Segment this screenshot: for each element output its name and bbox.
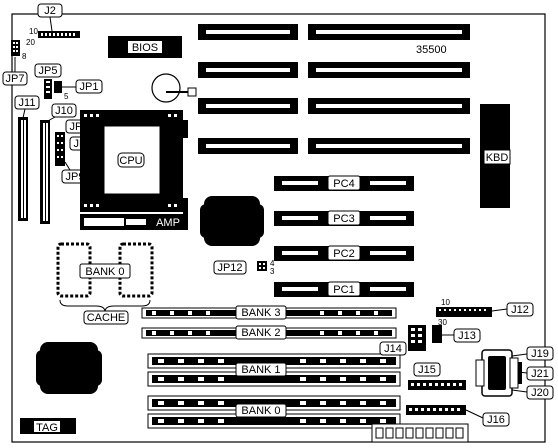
jp12-jumper [257, 261, 267, 271]
j12-connector [436, 307, 492, 317]
pci-slot-pc1 [274, 281, 414, 297]
cache-chips [56, 242, 154, 298]
cpu-label: CPU [119, 155, 142, 167]
j14-label: J14 [384, 343, 402, 355]
j16-label: J16 [487, 414, 505, 426]
j21-label-box [526, 366, 554, 381]
cache-label-box [83, 310, 129, 325]
j15-label: J15 [418, 364, 436, 376]
isa-slots [198, 24, 470, 154]
j20-label-box [526, 385, 554, 400]
simm-bank1 [147, 353, 401, 387]
j10-connector [40, 120, 50, 224]
simm-bank0 [147, 395, 401, 429]
simm-bank2 [141, 325, 397, 340]
jp7-pin-8: 8 [22, 52, 27, 61]
simm-bank3 [141, 305, 397, 320]
kbd-connector [480, 104, 511, 208]
tag-label: TAG [36, 422, 58, 434]
bios-label-box [128, 41, 162, 53]
j10-label-box [51, 103, 77, 118]
jp5-jumper [44, 79, 52, 99]
jp12-label-box [213, 260, 247, 275]
amp-bar [80, 214, 188, 230]
j14-label-box [379, 341, 407, 356]
cache-brace [59, 299, 151, 313]
j2-pin-10: 10 [29, 27, 38, 36]
jp7-jumper [11, 40, 20, 56]
jp5-label-box [34, 63, 62, 78]
io-chip [36, 342, 102, 394]
j11-label-box [14, 95, 40, 110]
pci-slot-pc2 [274, 245, 414, 261]
pc3-label: PC3 [333, 213, 354, 225]
j2-connector [38, 31, 80, 38]
jp1-jumper [54, 81, 62, 93]
j13-connector [432, 325, 442, 343]
bank2-label: BANK 2 [241, 327, 280, 339]
j19-label-box [526, 346, 554, 361]
amp-label: AMP [156, 217, 180, 229]
j12-label: J12 [511, 304, 529, 316]
j15-label-box [413, 362, 441, 377]
j21-label: J21 [531, 368, 549, 380]
j20-label: J20 [531, 387, 549, 399]
j16-label-box [482, 412, 510, 427]
j14-connector [408, 325, 426, 351]
j13-label: J13 [458, 330, 476, 342]
tag-chip [20, 418, 76, 434]
model-number: 35500 [416, 44, 447, 56]
board-outline [11, 13, 546, 443]
pci-slot-pc4 [274, 175, 414, 191]
power-connector [371, 423, 469, 443]
j19-label: J19 [531, 348, 549, 360]
j2-pin-20: 20 [26, 38, 35, 47]
jp12-pin-3: 3 [270, 267, 275, 276]
pc2-label: PC2 [333, 248, 354, 260]
bank3-label: BANK 3 [241, 307, 280, 319]
chipset [200, 196, 264, 246]
j10-label: J10 [55, 105, 73, 117]
jp1-label: JP1 [80, 81, 99, 93]
jp-jumper-block [55, 132, 65, 166]
bank0-label: BANK 0 [241, 405, 280, 417]
j15-connector [408, 380, 466, 390]
rear-port-connector [475, 349, 522, 397]
jp5-pin-5: 5 [64, 92, 69, 101]
j11-label: J11 [19, 97, 36, 109]
kbd-label: KBD [486, 152, 509, 164]
cache-label: CACHE [87, 312, 126, 324]
jp12-label: JP12 [217, 262, 242, 274]
pci-slot-pc3 [274, 210, 414, 226]
pc1-label: PC1 [333, 284, 354, 296]
j2-label: J2 [44, 5, 56, 17]
cache-bank0-label: BANK 0 [85, 266, 124, 278]
j12-pin-10: 10 [441, 298, 450, 307]
j12-pin-30: 30 [438, 318, 447, 327]
cpu-socket [80, 110, 183, 212]
bank1-label: BANK 1 [241, 364, 280, 376]
pc4-label: PC4 [333, 178, 354, 190]
jp12-pin-4: 4 [270, 259, 275, 268]
jp7-label: JP7 [6, 73, 25, 85]
jp9-label: JP9 [66, 171, 85, 183]
jp5-label: JP5 [39, 65, 58, 77]
cpu-lever-bottom [183, 198, 188, 216]
bios-label: BIOS [132, 42, 158, 54]
j11-connector [18, 117, 28, 221]
cpu-lever-top [183, 120, 188, 138]
battery [151, 73, 197, 103]
j16-connector [406, 405, 466, 415]
